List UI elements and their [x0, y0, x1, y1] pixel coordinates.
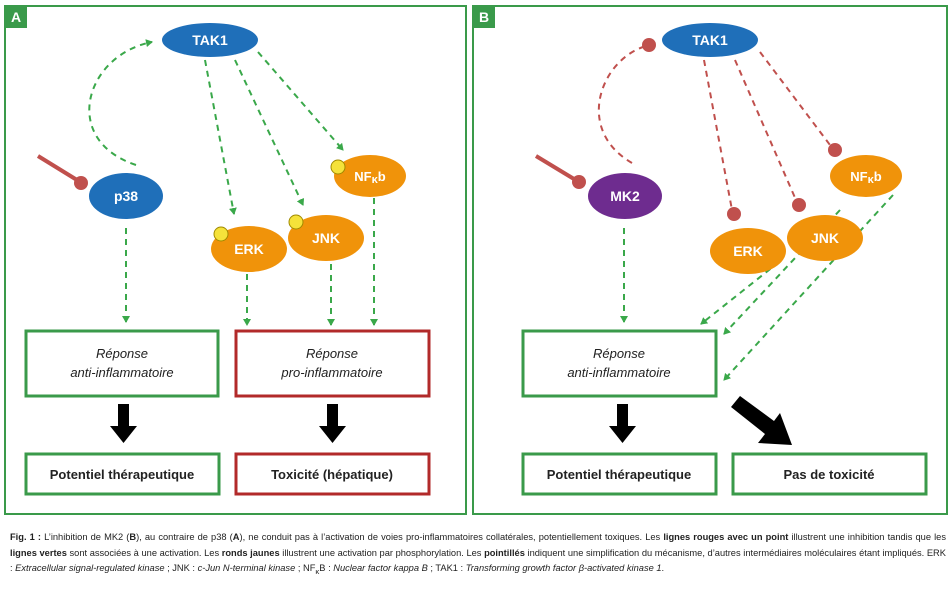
a-arrow-tak1-to-erk	[204, 59, 237, 215]
a-block-arrow-right	[319, 404, 346, 443]
caption-text: L’inhibition de MK2 (	[41, 532, 130, 542]
b-response-anti-line2: anti-inflammatoire	[567, 365, 670, 380]
a-response-pro-box	[234, 329, 431, 398]
panel-b-tag-label: B	[479, 9, 489, 25]
a-outcome-therapeutic-box	[24, 452, 221, 496]
a-response-anti-line2: anti-inflammatoire	[70, 365, 173, 380]
caption-text: .	[661, 563, 665, 574]
a-response-pro-line2: pro-inflammatoire	[280, 365, 382, 380]
b-outcome-no-toxicity-box	[731, 452, 928, 496]
b-arrow-nfkb-to-anti-2	[723, 194, 894, 381]
caption-text: ), au contraire de p38 (	[136, 532, 233, 542]
b-node-mk2	[588, 173, 662, 219]
a-node-nfkb-label: NFκb	[354, 169, 385, 186]
caption-panel-a-ref: A	[232, 532, 240, 542]
a-phospho-dot-nfkb	[330, 159, 346, 175]
b-outcome-no-toxicity-label: Pas de toxicité	[783, 467, 874, 482]
caption-text: ; JNK :	[164, 563, 198, 574]
b-inhibit-dot-erk	[727, 207, 741, 221]
b-inhibitor-line	[534, 154, 576, 181]
caption-jnk-definition: c-Jun N-terminal kinase	[197, 563, 296, 574]
caption-tak1-definition: Transforming growth factor β-activated k…	[465, 563, 662, 574]
b-node-erk	[710, 228, 786, 274]
b-node-mk2-label: MK2	[610, 188, 640, 204]
a-outcome-toxicity-box	[234, 452, 431, 496]
b-inhibit-dot-tak1	[642, 38, 656, 52]
panel-b-tag	[473, 6, 495, 28]
caption-nfkb-definition: Nuclear factor kappa B	[333, 563, 428, 574]
a-response-pro-line1: Réponse	[306, 346, 358, 361]
b-outcome-therapeutic-label: Potentiel thérapeutique	[547, 467, 691, 482]
b-inhibit-dot-nfkb	[828, 143, 842, 157]
a-arrow-tak1-to-jnk	[234, 59, 305, 206]
caption-text: ), ne conduit pas à l’activation de voie…	[239, 532, 664, 542]
a-outcome-therapeutic-label: Potentiel thérapeutique	[50, 467, 194, 482]
a-response-anti-line1: Réponse	[96, 346, 148, 361]
a-response-anti-box	[24, 329, 220, 398]
figure-diagram: A TAK1 p38 NFκb ERK JNK Réponse anti-inf…	[4, 5, 948, 515]
a-node-tak1-label: TAK1	[192, 32, 228, 48]
a-node-tak1	[162, 23, 258, 57]
b-node-tak1	[662, 23, 758, 57]
caption-dotted: pointillés	[484, 547, 525, 558]
caption-yellow-dots: ronds jaunes	[221, 547, 280, 558]
caption-text: ; NF	[295, 563, 316, 574]
caption-red-lines: lignes rouges avec un point	[663, 532, 789, 542]
caption-fig-label: Fig. 1 :	[10, 532, 41, 542]
caption-kappa: κ	[315, 567, 320, 577]
a-node-erk	[211, 226, 287, 272]
b-node-jnk-label: JNK	[811, 230, 839, 246]
a-inhibitor-dot	[74, 176, 88, 190]
caption-text: illustrent une inhibition tandis que les	[788, 532, 946, 542]
caption-text: sont associées à une activation. Les	[66, 547, 222, 558]
b-inhibitor-dot	[572, 175, 586, 189]
panel-a-tag-label: A	[11, 9, 21, 25]
a-block-arrow-left	[110, 404, 137, 443]
panel-b-frame	[472, 5, 948, 515]
a-node-erk-label: ERK	[234, 241, 264, 257]
b-inhibit-tak1-to-jnk	[734, 59, 797, 201]
b-outcome-therapeutic-box	[521, 452, 718, 496]
b-block-arrow-down	[609, 404, 636, 443]
a-node-nfkb	[334, 155, 406, 197]
b-node-erk-label: ERK	[733, 243, 763, 259]
b-node-nfkb	[830, 155, 902, 197]
a-node-p38	[89, 173, 163, 219]
a-node-jnk	[288, 215, 364, 261]
b-node-nfkb-label: NFκb	[850, 169, 881, 186]
a-node-jnk-label: JNK	[312, 230, 340, 246]
caption-text: illustrent une activation par phosphoryl…	[279, 547, 485, 558]
b-arrow-jnk-to-anti	[700, 261, 780, 325]
panel-a-tag	[5, 6, 27, 28]
figure-caption: Fig. 1 : L’inhibition de MK2 (B), au con…	[10, 530, 946, 596]
a-inhibitor-line	[36, 154, 79, 182]
a-arrow-p38-to-tak1	[88, 39, 153, 166]
b-node-tak1-label: TAK1	[692, 32, 728, 48]
a-phospho-dot-jnk	[288, 214, 304, 230]
b-node-jnk	[787, 215, 863, 261]
caption-erk-definition: Extracellular signal-regulated kinase	[15, 563, 165, 574]
b-inhibit-mk2-to-tak1	[597, 46, 644, 164]
caption-text: ; TAK1 :	[427, 563, 466, 574]
b-inhibit-tak1-to-nfkb	[759, 51, 831, 146]
a-outcome-toxicity-label: Toxicité (hépatique)	[271, 467, 393, 482]
caption-green-lines: lignes vertes	[10, 547, 67, 558]
a-node-p38-label: p38	[114, 188, 138, 204]
b-inhibit-tak1-to-erk	[703, 59, 733, 211]
a-phospho-dot-erk	[213, 226, 229, 242]
caption-text: B :	[319, 563, 334, 574]
b-response-anti-box	[521, 329, 718, 398]
caption-text: indiquent une simplification du mécanism…	[10, 547, 946, 574]
b-block-arrow-diagonal	[731, 396, 792, 445]
caption-panel-b-ref: B	[129, 532, 137, 542]
b-inhibit-dot-jnk	[792, 198, 806, 212]
b-response-anti-line1: Réponse	[593, 346, 645, 361]
